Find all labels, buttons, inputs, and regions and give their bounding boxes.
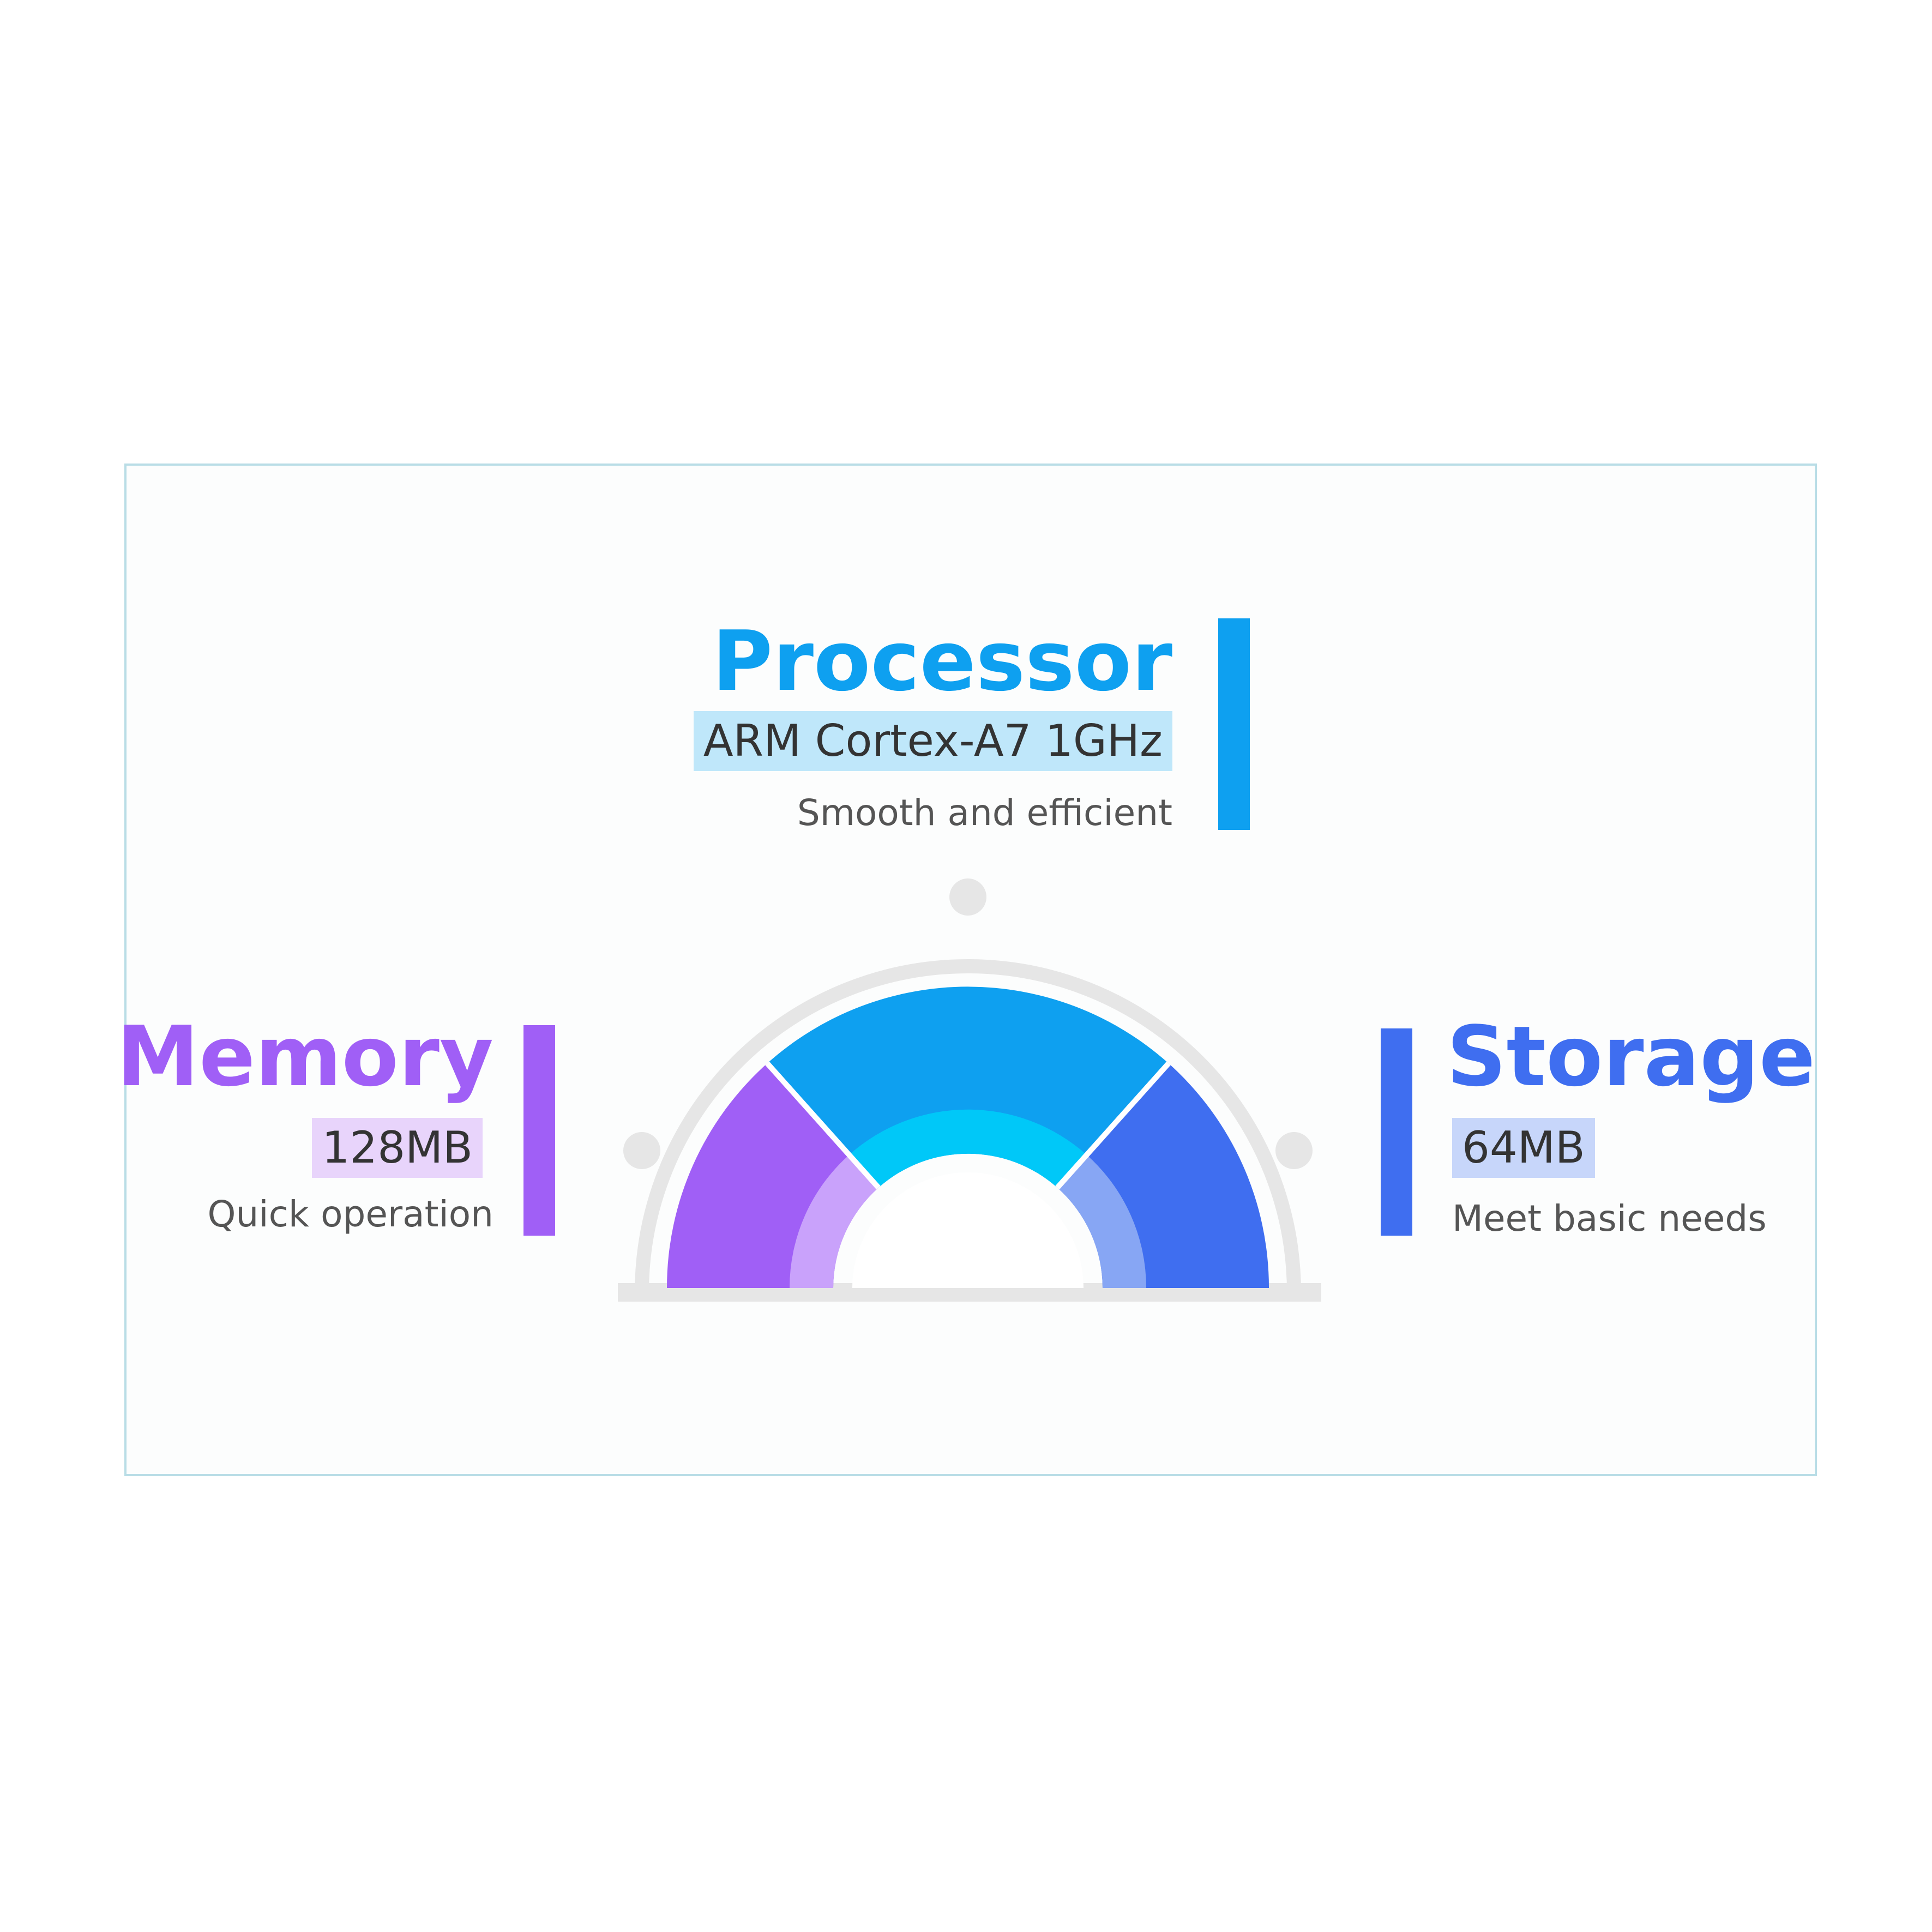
storage-description: Meet basic needs	[1452, 1197, 1767, 1239]
memory-spec: 128MB	[312, 1118, 483, 1178]
gauge-hub	[852, 1172, 1084, 1288]
storage-accent-bar	[1381, 1028, 1412, 1236]
gauge-knob-right	[1275, 1132, 1313, 1169]
gauge-outer-track	[635, 959, 1301, 1293]
processor-segment-outer	[767, 986, 1169, 1188]
gauge-knob-left	[623, 1132, 660, 1169]
gauge-knob-top	[949, 878, 986, 916]
processor-title: Processor	[712, 613, 1172, 709]
memory-description: Quick operation	[207, 1193, 494, 1235]
memory-accent-bar	[523, 1025, 555, 1236]
storage-title: Storage	[1447, 1008, 1815, 1105]
gauge-divider-left	[765, 1061, 881, 1190]
memory-segment-inner	[789, 1155, 878, 1288]
gauge-divider-right	[1055, 1061, 1171, 1190]
processor-description: Smooth and efficient	[797, 792, 1172, 834]
processor-segment-inner	[849, 1109, 1087, 1188]
processor-accent-bar	[1218, 618, 1250, 830]
storage-segment-inner	[1057, 1155, 1147, 1288]
storage-spec: 64MB	[1452, 1118, 1595, 1178]
memory-title: Memory	[116, 1008, 493, 1105]
processor-spec: ARM Cortex-A7 1GHz	[693, 711, 1172, 771]
